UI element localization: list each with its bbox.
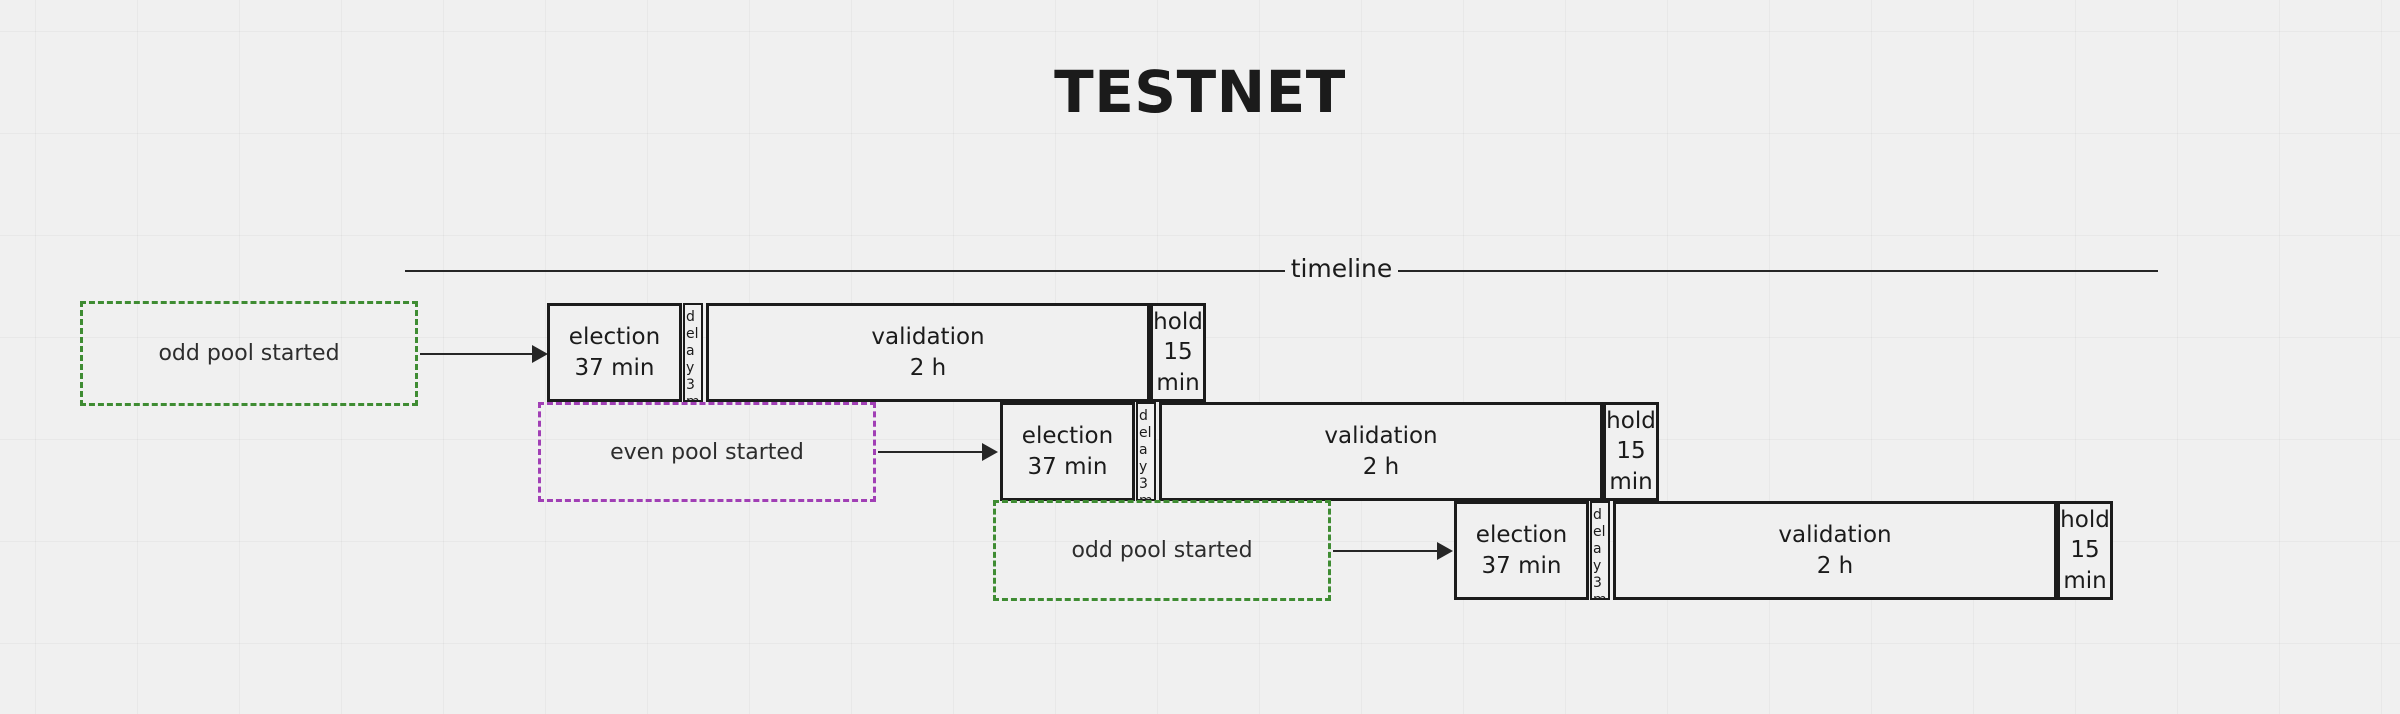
phase-delay-text: delay 3 min (686, 309, 700, 400)
arrow-to-row-1 (420, 336, 548, 372)
arrow-head (1437, 542, 1453, 560)
event-box-odd-pool-started-2[interactable]: odd pool started (993, 500, 1331, 601)
event-label: odd pool started (158, 341, 340, 366)
phase-row-2-hold[interactable]: hold 15 min (1603, 402, 1659, 501)
phase-row-1-validation[interactable]: validation 2 h (706, 303, 1150, 402)
phase-row-3-hold[interactable]: hold 15 min (2057, 501, 2113, 600)
timeline-line-right (1398, 270, 2158, 272)
timeline-axis: timeline (405, 254, 2158, 283)
phase-name: validation (1324, 422, 1438, 449)
phase-name: hold (1153, 308, 1203, 335)
arrow-shaft (420, 353, 532, 355)
phase-row-3-election[interactable]: election 37 min (1454, 501, 1589, 600)
event-box-odd-pool-started-1[interactable]: odd pool started (80, 301, 418, 406)
phase-duration: 37 min (1481, 552, 1562, 579)
phase-delay-text: delay 3 min (1139, 408, 1153, 499)
arrow-head (532, 345, 548, 363)
phase-row-2-election[interactable]: election 37 min (1000, 402, 1135, 501)
phase-duration: 2 h (909, 354, 947, 381)
arrow-shaft (1333, 550, 1437, 552)
phase-row-3-delay[interactable]: delay 3 min (1590, 501, 1610, 600)
page-title: TESTNET (1054, 58, 1346, 126)
phase-duration: 37 min (574, 354, 655, 381)
phase-name: validation (1778, 521, 1892, 548)
phase-delay-text: delay 3 min (1593, 507, 1607, 598)
phase-row-3-validation[interactable]: validation 2 h (1613, 501, 2057, 600)
phase-name: election (1021, 422, 1114, 449)
phase-duration-value: 15 (2070, 537, 2100, 564)
arrow-to-row-2 (878, 434, 998, 470)
event-label: odd pool started (1071, 538, 1253, 563)
phase-row-2-validation[interactable]: validation 2 h (1159, 402, 1603, 501)
phase-name: election (1475, 521, 1568, 548)
phase-duration-unit: min (1609, 468, 1653, 495)
phase-duration-value: 15 (1616, 438, 1646, 465)
phase-row-1-hold[interactable]: hold 15 min (1150, 303, 1206, 402)
phase-row-2-delay[interactable]: delay 3 min (1136, 402, 1156, 501)
event-box-even-pool-started-1[interactable]: even pool started (538, 402, 876, 502)
timeline-line-left (405, 270, 1285, 272)
phase-duration: 2 h (1362, 453, 1400, 480)
arrow-to-row-3 (1333, 533, 1453, 569)
timeline-label: timeline (1290, 254, 1393, 283)
phase-name: hold (1606, 407, 1656, 434)
phase-duration: 2 h (1816, 552, 1854, 579)
arrow-shaft (878, 451, 982, 453)
phase-name: election (568, 323, 661, 350)
phase-name: validation (871, 323, 985, 350)
phase-duration: 37 min (1027, 453, 1108, 480)
phase-row-1-election[interactable]: election 37 min (547, 303, 682, 402)
phase-name: hold (2060, 506, 2110, 533)
phase-row-1-delay[interactable]: delay 3 min (683, 303, 703, 402)
event-label: even pool started (610, 439, 804, 465)
phase-duration-value: 15 (1163, 339, 1193, 366)
phase-duration-unit: min (1156, 369, 1200, 396)
arrow-head (982, 443, 998, 461)
phase-duration-unit: min (2063, 567, 2107, 594)
